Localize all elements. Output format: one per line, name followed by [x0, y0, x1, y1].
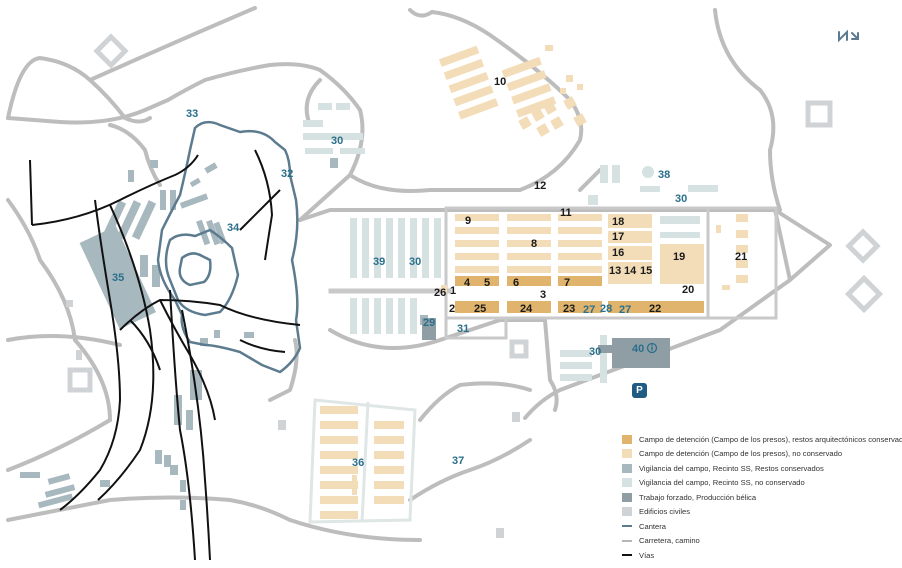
- legend: Campo de detención (Campo de los presos)…: [622, 432, 902, 563]
- legend-label: Campo de detención (Campo de los presos)…: [639, 449, 843, 459]
- legend-item-rail: Vías: [622, 548, 902, 563]
- label-15: 15: [640, 265, 652, 277]
- legend-label: Vigilancia del campo, Recinto SS, Restos…: [639, 463, 824, 473]
- label-30-a: 30: [331, 135, 343, 147]
- label-23: 23: [563, 303, 575, 315]
- label-2: 2: [449, 303, 455, 315]
- label-6: 6: [513, 277, 519, 289]
- info-icon: [646, 342, 658, 354]
- label-12: 12: [534, 180, 546, 192]
- label-35: 35: [112, 272, 124, 284]
- label-31: 31: [457, 323, 469, 335]
- legend-line: [622, 539, 632, 542]
- map-labels: 1 2 3 4 5 6 7 8 9 10 11 12 13 14 15 16 1…: [112, 76, 747, 469]
- label-39: 39: [373, 256, 385, 268]
- label-19: 19: [673, 251, 685, 263]
- label-33: 33: [186, 108, 198, 120]
- legend-swatch: [622, 478, 632, 488]
- civil-small: [66, 300, 520, 538]
- prisoner-camp-not-conserved: [320, 45, 748, 519]
- legend-line: [622, 525, 632, 528]
- label-25: 25: [474, 303, 486, 315]
- legend-item-ss-conserved: Vigilancia del campo, Recinto SS, Restos…: [622, 461, 902, 476]
- label-22: 22: [649, 303, 661, 315]
- label-20: 20: [682, 284, 694, 296]
- label-30-d: 30: [589, 346, 601, 358]
- legend-item-prisoner-not-conserved: Campo de detención (Campo de los presos)…: [622, 447, 902, 462]
- legend-swatch: [622, 434, 632, 444]
- label-21: 21: [735, 251, 747, 263]
- legend-swatch: [622, 463, 632, 473]
- legend-item-forced-labour: Trabajo forzado, Producción bélica: [622, 490, 902, 505]
- legend-label: Edificios civiles: [639, 507, 691, 517]
- label-32: 32: [281, 168, 293, 180]
- ss-area-not-conserved: [303, 103, 718, 383]
- legend-item-quarry: Cantera: [622, 519, 902, 534]
- label-34: 34: [227, 222, 240, 234]
- label-29: 29: [423, 317, 435, 329]
- label-30-b: 30: [675, 193, 687, 205]
- parking-icon: P: [632, 383, 647, 398]
- label-7: 7: [564, 277, 570, 289]
- label-5: 5: [484, 277, 490, 289]
- label-11: 11: [560, 207, 572, 219]
- quarry: [156, 120, 302, 374]
- camp-walls: [328, 206, 778, 340]
- legend-item-prisoner-conserved: Campo de detención (Campo de los presos)…: [622, 432, 902, 447]
- legend-item-civil: Edificios civiles: [622, 505, 902, 520]
- label-30-c: 30: [409, 256, 421, 268]
- legend-label: Vigilancia del campo, Recinto SS, no con…: [639, 478, 805, 488]
- legend-label: Trabajo forzado, Producción bélica: [639, 492, 757, 502]
- label-13: 13: [609, 265, 621, 277]
- legend-label: Cantera: [639, 521, 667, 531]
- rail: [29, 149, 301, 561]
- label-26: 26: [434, 287, 446, 299]
- label-18: 18: [612, 216, 624, 228]
- label-36: 36: [352, 457, 364, 469]
- label-16: 16: [612, 247, 624, 259]
- civil-buildings: [67, 33, 884, 393]
- legend-swatch: [622, 507, 632, 517]
- legend-swatch: [622, 492, 632, 502]
- label-24: 24: [520, 303, 533, 315]
- label-3: 3: [540, 289, 546, 301]
- label-40: 40: [632, 343, 644, 355]
- legend-label: Campo de detención (Campo de los presos)…: [639, 434, 902, 444]
- legend-swatch: [622, 449, 632, 459]
- label-4: 4: [464, 277, 471, 289]
- legend-item-ss-not-conserved: Vigilancia del campo, Recinto SS, no con…: [622, 476, 902, 491]
- forced-labour: [422, 318, 670, 368]
- label-37: 37: [452, 455, 464, 467]
- label-1: 1: [450, 285, 456, 297]
- label-38: 38: [658, 169, 670, 181]
- label-14: 14: [624, 265, 637, 277]
- label-27-b: 27: [619, 304, 631, 316]
- north-arrow-icon: [838, 29, 859, 43]
- label-27-a: 27: [583, 304, 595, 316]
- legend-label: Vías: [639, 550, 655, 560]
- label-10: 10: [494, 76, 506, 88]
- legend-item-road: Carretera, camino: [622, 534, 902, 549]
- legend-label: Carretera, camino: [639, 536, 700, 546]
- label-8: 8: [531, 238, 537, 250]
- legend-line: [622, 554, 632, 557]
- label-17: 17: [612, 231, 624, 243]
- block-36-frame: [308, 398, 417, 524]
- prisoner-camp-conserved: [455, 276, 704, 313]
- label-9: 9: [465, 215, 471, 227]
- label-28: 28: [600, 303, 612, 315]
